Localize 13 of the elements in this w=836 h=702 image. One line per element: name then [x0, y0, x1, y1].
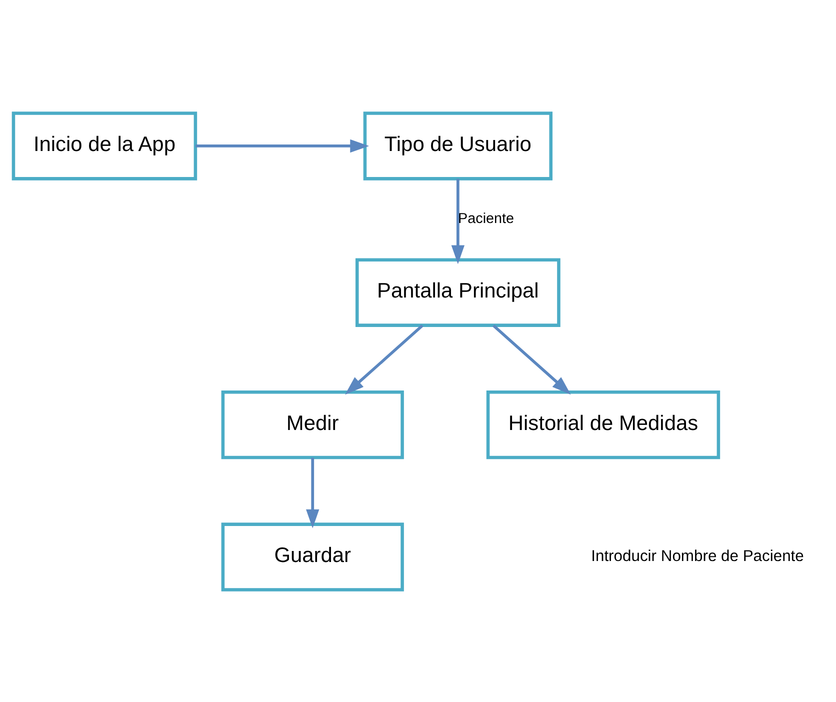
node-box: Medir — [221, 390, 404, 459]
node-box: Inicio de la App — [12, 111, 198, 180]
edge-label: Paciente — [458, 210, 514, 226]
arrow — [492, 324, 571, 394]
arrow — [451, 178, 465, 264]
label: Introducir Nombre de Paciente — [591, 548, 804, 565]
node-box: Pantalla Principal — [355, 258, 560, 326]
node-box: Tipo de Usuario — [363, 111, 553, 180]
arrow — [196, 138, 370, 152]
node-box: Guardar — [221, 522, 404, 591]
node-box: Historial de Medidas — [486, 390, 720, 459]
arrow — [306, 457, 320, 528]
arrow — [345, 324, 424, 394]
